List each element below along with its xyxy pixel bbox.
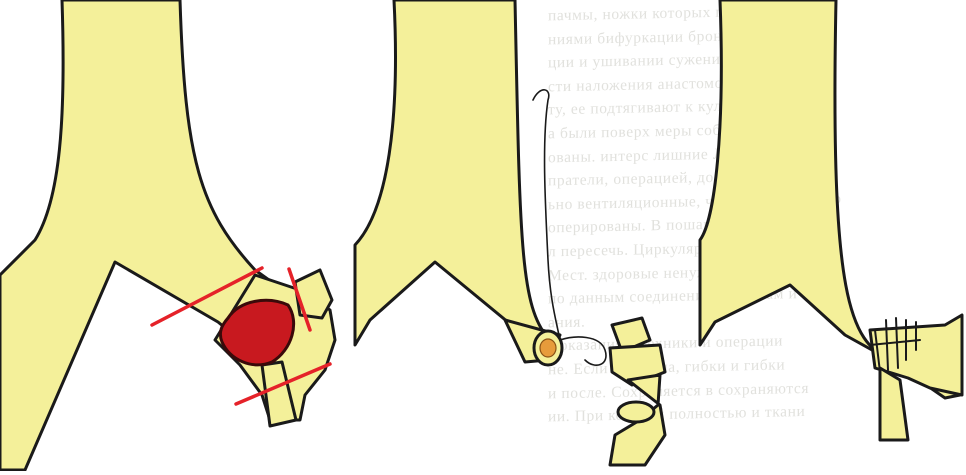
trachea-wall-2 bbox=[355, 0, 548, 360]
panel-stenosed-bronchus bbox=[0, 0, 335, 470]
panel-completed-anastomosis bbox=[700, 0, 962, 440]
stump-mucosa bbox=[540, 339, 556, 357]
trachea-left-wall-1 bbox=[0, 0, 283, 470]
suture-thread bbox=[533, 90, 606, 365]
panel-resection-and-suture bbox=[355, 0, 665, 465]
lower-branch-3 bbox=[880, 368, 908, 440]
upper-lobe-stump-1 bbox=[295, 270, 332, 318]
distal-bronchus-lumen bbox=[618, 402, 654, 422]
